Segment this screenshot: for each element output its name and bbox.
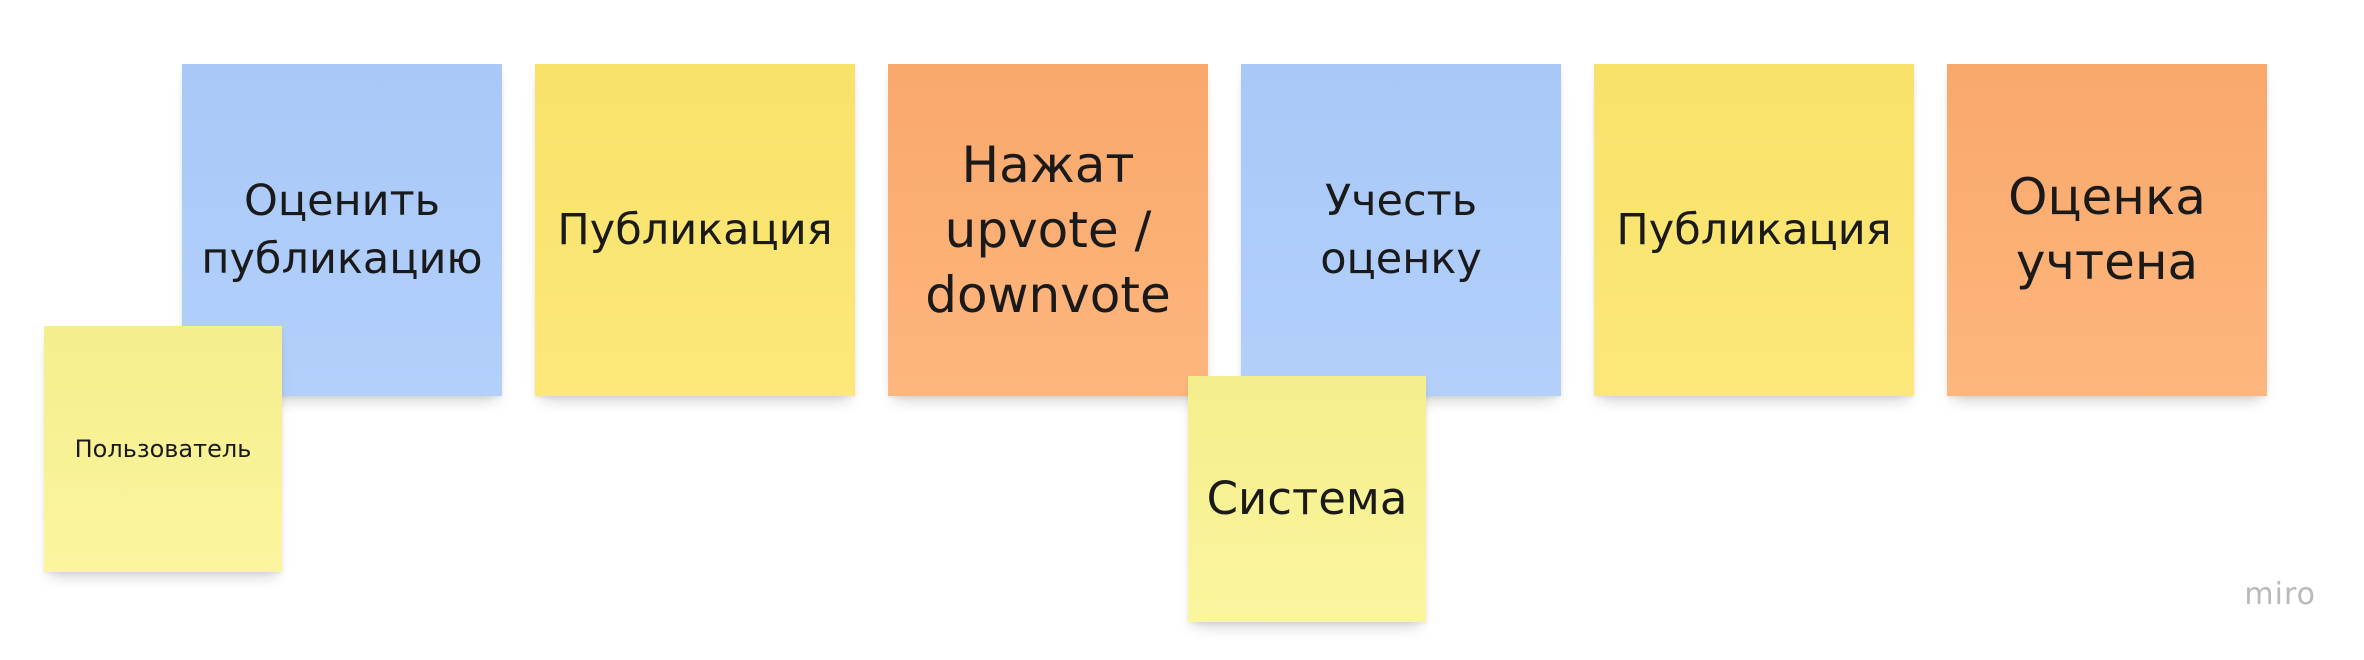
sticky-label: Пользователь xyxy=(74,434,252,463)
sticky-event-vote-pressed[interactable]: Нажат upvote / downvote xyxy=(888,64,1208,396)
sticky-aggregate-publication-2[interactable]: Публикация xyxy=(1594,64,1914,396)
sticky-label: Система xyxy=(1206,471,1408,525)
sticky-actor-user[interactable]: Пользователь xyxy=(44,326,282,572)
sticky-label: Учесть оценку xyxy=(1320,175,1482,284)
sticky-aggregate-publication[interactable]: Публикация xyxy=(535,64,855,396)
sticky-label: Оценка учтена xyxy=(2008,168,2206,291)
sticky-actor-system[interactable]: Система xyxy=(1188,376,1426,622)
sticky-label: Публикация xyxy=(557,204,833,255)
sticky-command-count-rating[interactable]: Учесть оценку xyxy=(1241,64,1561,396)
sticky-event-rating-counted[interactable]: Оценка учтена xyxy=(1947,64,2267,396)
sticky-label: Публикация xyxy=(1616,204,1892,255)
sticky-label: Оценить публикацию xyxy=(201,175,483,284)
sticky-label: Нажат upvote / downvote xyxy=(925,135,1171,324)
miro-watermark-logo: miro xyxy=(2244,577,2316,612)
